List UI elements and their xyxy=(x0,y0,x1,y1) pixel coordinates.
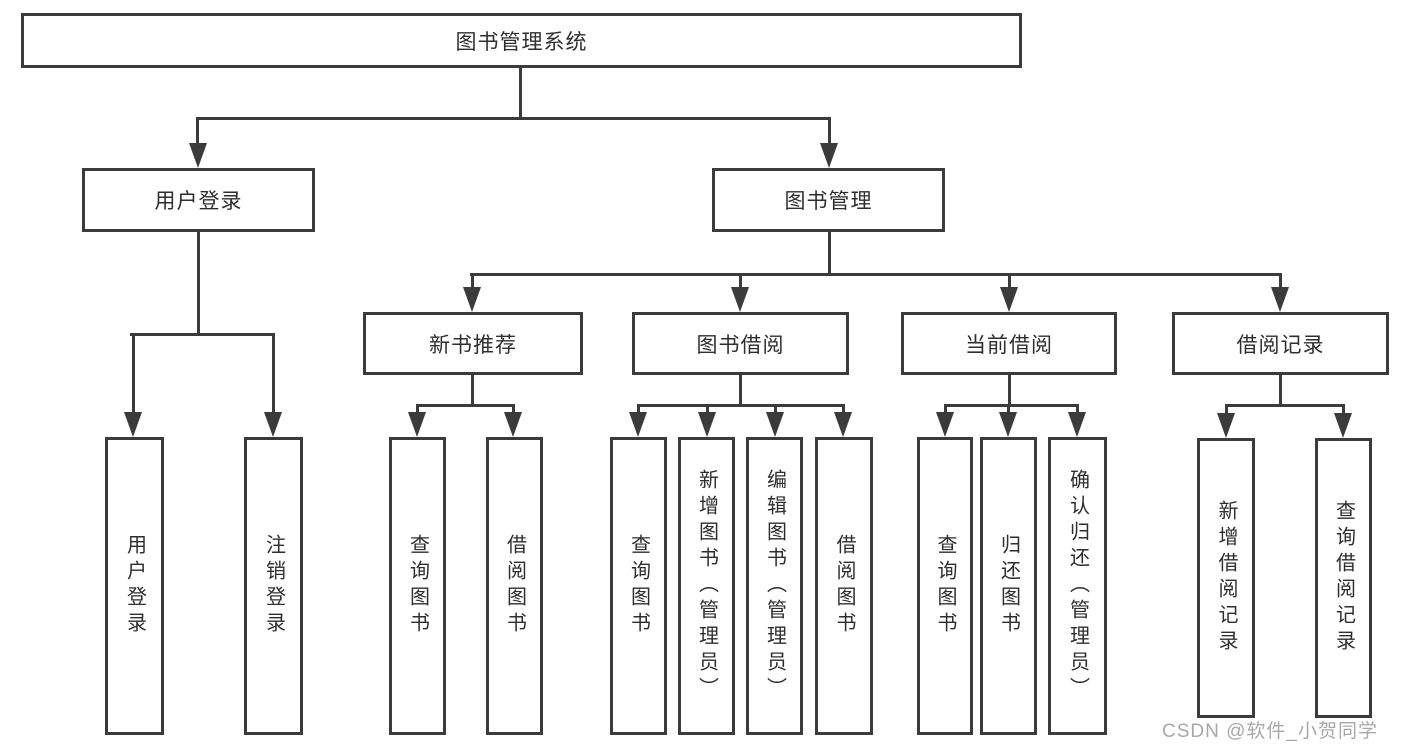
connector-user-login-branch xyxy=(130,333,274,336)
leaf-edit-book-admin: 编辑图书（管理员） xyxy=(746,437,803,735)
connector-drop-logout-leaf xyxy=(272,333,275,415)
connector-g3-branch xyxy=(944,404,1079,407)
connector-g4-branch xyxy=(1225,404,1345,407)
arrowhead-g2-leaf4 xyxy=(834,412,852,437)
leaf-borrow-book: 借阅图书 xyxy=(815,437,873,735)
leaf-user-login: 用户登录 xyxy=(105,437,164,735)
leaf-query-book-recommend: 查询图书 xyxy=(389,437,446,735)
connector-g3-drop1 xyxy=(944,404,947,416)
arrowhead-g2-leaf3 xyxy=(766,412,784,437)
connector-g4-drop2 xyxy=(1342,404,1345,416)
arrowhead-user-login xyxy=(189,143,207,168)
node-new-book-recommend: 新书推荐 xyxy=(363,312,583,375)
connector-g3-drop3 xyxy=(1076,404,1079,416)
connector-g2-branch xyxy=(637,404,845,407)
connector-book-mgmt-stem xyxy=(828,230,831,276)
arrowhead-g1-leaf2 xyxy=(504,412,522,437)
connector-level1-branch xyxy=(196,117,831,120)
arrowhead-login-leaf xyxy=(124,412,142,437)
connector-drop-borrow-record xyxy=(1279,273,1282,290)
leaf-add-borrow-record: 新增借阅记录 xyxy=(1197,438,1255,718)
connector-root-stem xyxy=(519,66,522,118)
connector-g4-drop1 xyxy=(1225,404,1228,416)
node-borrowing-records: 借阅记录 xyxy=(1172,312,1389,375)
connector-g3-drop2 xyxy=(1007,404,1010,416)
connector-g4-stem xyxy=(1279,373,1282,407)
leaf-confirm-return-admin: 确认归还（管理员） xyxy=(1048,437,1107,735)
connector-drop-login-leaf xyxy=(132,333,135,415)
connector-drop-book-borrow xyxy=(739,273,742,290)
connector-g2-drop4 xyxy=(842,404,845,416)
connector-g2-stem xyxy=(739,373,742,407)
connector-drop-book-mgmt xyxy=(828,117,831,146)
connector-g1-branch xyxy=(416,404,515,407)
leaf-return-book: 归还图书 xyxy=(980,437,1037,735)
leaf-query-book-current: 查询图书 xyxy=(917,437,973,735)
connector-g1-drop1 xyxy=(416,404,419,416)
arrowhead-g3-leaf2 xyxy=(999,412,1017,437)
connector-g2-drop1 xyxy=(637,404,640,416)
connector-g2-drop2 xyxy=(706,404,709,416)
csdn-watermark: CSDN @软件_小贺同学 xyxy=(1162,721,1378,742)
leaf-borrow-book-recommend: 借阅图书 xyxy=(486,437,543,735)
arrowhead-borrow-record xyxy=(1271,287,1289,312)
leaf-logout: 注销登录 xyxy=(244,437,303,735)
leaf-query-borrow-record: 查询借阅记录 xyxy=(1315,438,1372,718)
arrowhead-g4-leaf2 xyxy=(1334,413,1352,438)
node-user-login: 用户登录 xyxy=(82,168,315,232)
leaf-query-book-borrowing: 查询图书 xyxy=(610,437,667,735)
connector-g3-stem xyxy=(1008,373,1011,407)
arrowhead-current-borrow xyxy=(1000,287,1018,312)
connector-user-login-stem xyxy=(197,230,200,336)
node-current-borrowing: 当前借阅 xyxy=(901,312,1117,375)
connector-g2-drop3 xyxy=(774,404,777,416)
connector-g1-drop2 xyxy=(512,404,515,416)
arrowhead-g1-leaf1 xyxy=(408,412,426,437)
connector-drop-user-login xyxy=(196,117,199,146)
arrowhead-book-mgmt xyxy=(820,143,838,168)
arrowhead-g2-leaf2 xyxy=(698,412,716,437)
connector-level2-branch xyxy=(470,273,1282,276)
arrowhead-new-book xyxy=(463,287,481,312)
arrowhead-book-borrow xyxy=(731,287,749,312)
node-book-management: 图书管理 xyxy=(712,168,945,232)
connector-g1-stem xyxy=(471,373,474,407)
arrowhead-g3-leaf1 xyxy=(936,412,954,437)
connector-drop-new-book xyxy=(471,273,474,290)
connector-drop-current-borrow xyxy=(1008,273,1011,290)
arrowhead-logout-leaf xyxy=(264,412,282,437)
arrowhead-g2-leaf1 xyxy=(629,412,647,437)
node-root: 图书管理系统 xyxy=(21,13,1022,68)
arrowhead-g3-leaf3 xyxy=(1068,412,1086,437)
node-book-borrowing: 图书借阅 xyxy=(632,312,849,375)
arrowhead-g4-leaf1 xyxy=(1217,413,1235,438)
leaf-add-book-admin: 新增图书（管理员） xyxy=(678,437,735,735)
